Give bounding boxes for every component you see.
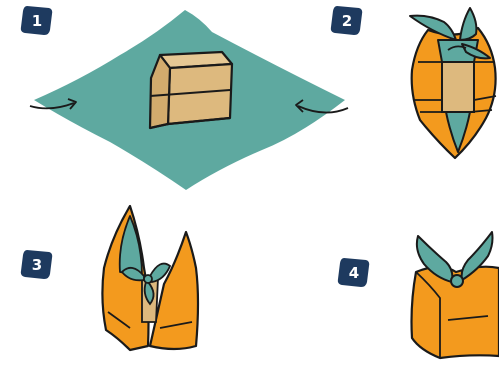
fold-arrow-left bbox=[29, 98, 77, 110]
step-4-number: 4 bbox=[349, 264, 359, 282]
knot bbox=[120, 262, 172, 306]
fold-arrow-right bbox=[295, 99, 349, 114]
step-3-number: 3 bbox=[32, 256, 42, 274]
step-2-number: 2 bbox=[342, 12, 352, 30]
knot-tail bbox=[461, 43, 491, 60]
step-3-illustration bbox=[101, 204, 200, 352]
step-1-badge: 1 bbox=[20, 6, 53, 35]
step-3-badge: 3 bbox=[20, 250, 53, 279]
step-1-number: 1 bbox=[32, 12, 42, 30]
bow-ear-left bbox=[415, 235, 454, 283]
step-4-badge: 4 bbox=[337, 258, 370, 287]
knot-ear-right bbox=[459, 7, 478, 41]
knot-ear-left bbox=[409, 14, 457, 41]
bow-ear-right bbox=[460, 231, 494, 281]
step-4-illustration bbox=[410, 231, 499, 360]
step-1-illustration bbox=[29, 10, 349, 190]
step-2-illustration bbox=[409, 7, 497, 160]
bow-knot bbox=[450, 274, 464, 288]
teal-cloth-lower bbox=[445, 111, 471, 153]
box bbox=[148, 50, 234, 130]
step-2-badge: 2 bbox=[330, 6, 363, 35]
box bbox=[441, 61, 475, 113]
orange-cloth-right-corner bbox=[148, 230, 200, 351]
